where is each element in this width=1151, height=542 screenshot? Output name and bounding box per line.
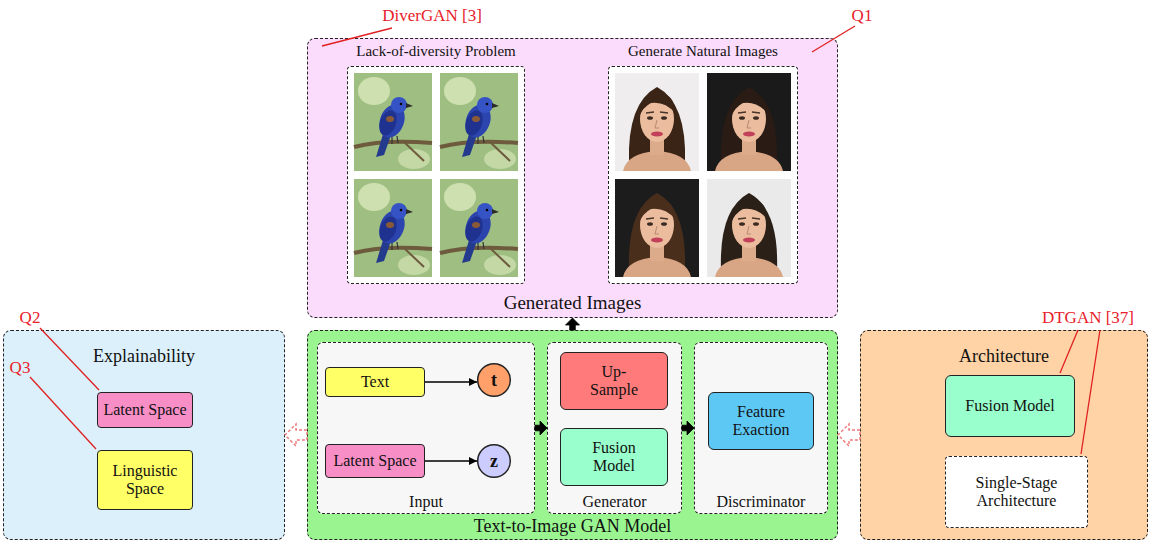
space-box: Latent Space (97, 392, 193, 428)
face-images (615, 179, 699, 277)
gan-model-panel: Text-to-Image GAN Model Input Text tLatent … (307, 330, 838, 540)
node-label: Generator (583, 493, 647, 511)
space-box: Linguistic Space (97, 450, 193, 510)
image-panel: Generate Natural Images (608, 40, 798, 284)
node-label: Generate Natural Images (628, 43, 778, 60)
node-label: Feature Exaction (725, 403, 797, 440)
box-fill (307, 38, 838, 318)
explainability-panel: ExplainabilityLatent SpaceLinguistic Spa… (3, 330, 285, 540)
node-label: z (490, 451, 498, 472)
face-images (715, 87, 783, 171)
node-label: Text (361, 373, 389, 391)
vector-circle: z (477, 444, 511, 478)
callout-label: DiverGAN [3] (382, 6, 482, 25)
bird-images (354, 73, 432, 171)
module-box: Fusion Model (560, 428, 668, 486)
box-fill (347, 66, 525, 284)
vector-circle: t (477, 363, 511, 397)
node-label: t (491, 370, 497, 391)
flow-arrow (285, 424, 307, 446)
callout-label: DTGAN [37] (1042, 308, 1134, 327)
node-label: Input (409, 493, 443, 511)
callout-label: Q3 (10, 358, 31, 377)
node-label: Architecture (959, 346, 1049, 367)
bird-images (354, 179, 432, 277)
node-label: Up-Sample (584, 363, 644, 400)
node-label: Linguistic Space (105, 462, 185, 499)
node-label: Lack-of-diversity Problem (356, 43, 516, 60)
box-fill (317, 342, 535, 514)
flow-arrow (838, 424, 860, 446)
callout-anchor: DTGAN [37] (1042, 309, 1134, 328)
box-fill (608, 66, 798, 284)
face-images (715, 193, 783, 277)
face-images (707, 73, 791, 171)
callout-label: Q2 (20, 308, 41, 327)
callout-anchor: Q2 (20, 309, 41, 328)
callout-label: Q1 (852, 6, 873, 25)
architecture-panel: ArchitectureFusion ModelSingle-Stage Arc… (860, 330, 1148, 540)
module-box: Single-Stage Architecture (945, 456, 1088, 528)
circle-shape (478, 445, 511, 478)
bird-images (440, 179, 518, 277)
callout-anchor: Q3 (10, 359, 31, 378)
node-label: Latent Space (103, 401, 186, 419)
node-label: Discriminator (717, 493, 806, 511)
callout-anchor: Q1 (852, 7, 873, 26)
flow-arrow (566, 318, 580, 330)
face-images (615, 73, 699, 171)
node-label: Text-to-Image GAN Model (474, 516, 672, 537)
flow-arrow (425, 381, 477, 382)
stage-panel: Generator Up-SampleFusion Model (547, 342, 682, 514)
node-label: Generated Images (504, 292, 642, 314)
node-label: Latent Space (333, 452, 416, 470)
bird-images (440, 73, 518, 171)
output-panel: Generated Images Lack-of-diversity Proble… (307, 38, 838, 318)
image-panel: Lack-of-diversity Problem (347, 40, 525, 284)
input-box: Latent Space (325, 444, 425, 478)
node-label: Explainability (93, 346, 195, 367)
circle-shape (478, 364, 511, 397)
callout-anchor: DiverGAN [3] (382, 7, 482, 26)
stage-panel: Input Text tLatent Space z (317, 342, 535, 514)
module-box: Fusion Model (945, 375, 1075, 437)
node-label: Fusion Model (965, 397, 1054, 415)
node-label: Single-Stage Architecture (967, 474, 1067, 511)
flow-arrow (425, 460, 477, 461)
stage-panel: Discriminator Feature Exaction (694, 342, 828, 514)
node-label: Fusion Model (584, 439, 644, 476)
module-box: Up-Sample (560, 352, 668, 410)
face-images (623, 193, 691, 277)
module-box: Feature Exaction (708, 392, 814, 450)
face-images (707, 179, 791, 277)
face-images (623, 87, 691, 171)
input-box: Text (325, 367, 425, 397)
